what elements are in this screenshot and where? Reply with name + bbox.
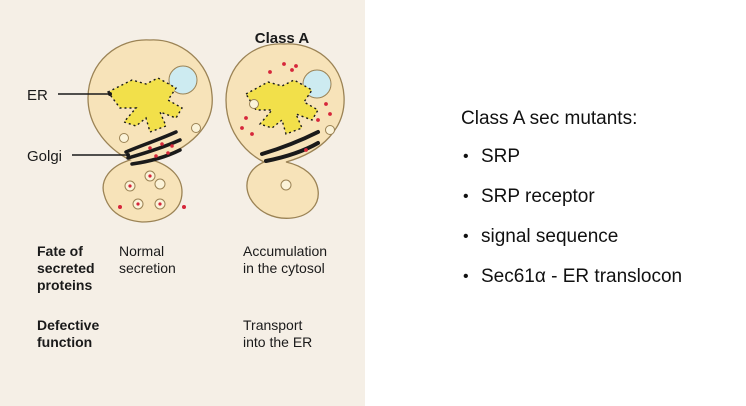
list-item-label: SRP: [481, 146, 521, 167]
golgi-label: Golgi: [27, 148, 62, 165]
class-a-fate-line-2: in the cytosol: [243, 260, 325, 276]
list-item: • SRP receptor: [461, 186, 741, 226]
bullet-icon: •: [463, 228, 469, 245]
normal-fate-line-1: Normal: [119, 243, 164, 259]
fate-label-line-1: Fate of: [37, 243, 83, 259]
class-a-vesicles: [249, 99, 335, 191]
normal-vesicle-proteins: [128, 174, 162, 206]
list-item-label: SRP receptor: [481, 186, 595, 207]
golgi-callout: [72, 153, 130, 157]
panel-heading: Class A sec mutants:: [461, 108, 638, 129]
class-a-cell: [225, 43, 345, 219]
class-a-golgi: [260, 130, 320, 163]
normal-vesicles: [119, 123, 201, 210]
normal-nucleus: [168, 65, 198, 95]
normal-fate-line-2: secretion: [119, 260, 176, 276]
class-a-title: Class A: [255, 30, 310, 47]
defective-label-line-2: function: [37, 334, 92, 350]
normal-golgi-proteins: [148, 142, 174, 158]
mutant-list: • SRP • SRP receptor • signal sequence • Sec…: [461, 146, 741, 306]
class-a-fate-line-1: Accumulation: [243, 243, 327, 259]
defective-label-line-1: Defective: [37, 317, 99, 333]
bullet-icon: •: [463, 188, 469, 205]
class-a-mutants-panel: Class A sec mutants: • SRP • SRP receptor …: [461, 108, 741, 306]
list-item: • signal sequence: [461, 226, 741, 266]
bullet-icon: •: [463, 148, 469, 165]
fate-label-line-3: proteins: [37, 277, 92, 293]
list-item: • Sec61α - ER translocon: [461, 266, 741, 306]
secreted-proteins: [118, 205, 186, 209]
normal-er: [106, 77, 183, 133]
bullet-icon: •: [463, 268, 469, 285]
normal-golgi: [124, 130, 182, 166]
list-item-label: Sec61α - ER translocon: [481, 266, 683, 287]
list-item-label: signal sequence: [481, 226, 619, 247]
class-a-defect-line-2: into the ER: [243, 334, 312, 350]
class-a-er: [245, 79, 319, 135]
class-a-cytosolic-proteins: [240, 62, 332, 152]
list-item: • SRP: [461, 146, 741, 186]
er-callout: [58, 92, 112, 96]
fate-label-line-2: secreted: [37, 260, 95, 276]
er-label: ER: [27, 87, 48, 104]
class-a-defect-line-1: Transport: [243, 317, 303, 333]
normal-cell: [87, 39, 213, 223]
